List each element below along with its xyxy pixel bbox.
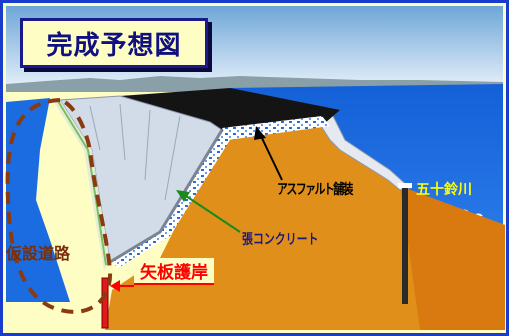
sheet-pile-arrowhead [110,280,120,292]
concrete-arrowhead [176,190,190,202]
page-title: 完成予想図 [46,30,182,61]
slope-edge-band [112,130,230,268]
concrete-arrow [185,195,241,233]
sheet-pile-label: 矢板護岸 [134,258,214,285]
base-layer-strip [222,116,330,140]
concrete-panel-lines [89,103,181,201]
river-label: 五十鈴川 [416,182,472,198]
slope-edge-line [109,129,224,264]
river-side-wall-cap [398,183,412,188]
asphalt-arrow [259,133,283,181]
title-box: 完成予想図 [20,18,208,68]
road-edge-line [57,100,107,266]
asphalt-arrowhead [254,126,266,140]
earth-shading [400,186,505,330]
temporary-road-label: 仮設道路 [6,244,71,263]
sheet-pile [101,277,109,329]
river-side-wall [402,186,408,304]
left-water [6,98,70,302]
concrete-label: 張コンクリート [242,232,319,248]
asphalt-label: アスファルト舗装 [277,182,353,198]
